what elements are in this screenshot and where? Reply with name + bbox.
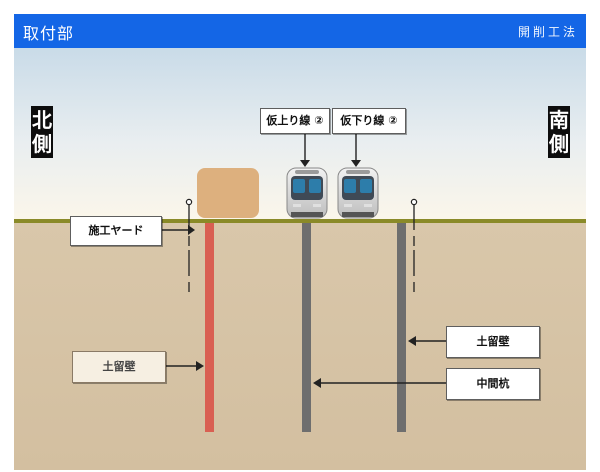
survey-stake-north <box>185 198 193 296</box>
intermediate-pile <box>302 223 311 432</box>
arrow-up-line <box>300 134 310 167</box>
ground-surface-line <box>14 219 586 223</box>
retaining-wall-south <box>397 223 406 432</box>
page-title: 取付部 <box>23 24 75 43</box>
construction-yard-block <box>197 168 259 218</box>
retaining-wall-left-label: 土留壁 <box>72 351 166 383</box>
diagram-frame: 取付部 開削工法 <box>14 14 586 470</box>
retaining-wall-right-label: 土留壁 <box>446 326 540 358</box>
down-line-label: 仮下り線 ② <box>332 108 406 134</box>
south-side-label: 南 側 <box>548 106 570 158</box>
north-char-1: 北 <box>32 108 52 132</box>
construction-method-label: 開削工法 <box>517 25 578 39</box>
construction-yard-label: 施工ヤード <box>70 216 162 246</box>
retaining-wall-north <box>205 223 214 432</box>
arrow-intermediate-pile <box>313 378 446 388</box>
south-char-1: 南 <box>549 108 569 132</box>
arrow-down-line <box>351 134 361 167</box>
north-char-2: 側 <box>32 132 52 156</box>
arrow-retaining-wall-left <box>164 361 204 371</box>
up-line-label: 仮上り線 ② <box>260 108 330 134</box>
north-side-label: 北 側 <box>31 106 53 158</box>
arrow-construction-yard <box>160 225 195 235</box>
train-up-line <box>286 167 328 219</box>
cross-section-scene: 北 側 南 側 仮上り線 ② 仮下り線 ② 施工ヤード 土留壁 土留壁 中間杭 <box>14 48 586 470</box>
header-bar: 取付部 開削工法 <box>14 14 586 48</box>
survey-stake-south <box>410 198 418 296</box>
south-char-2: 側 <box>549 132 569 156</box>
arrow-retaining-wall-right <box>408 336 446 346</box>
train-down-line <box>337 167 379 219</box>
intermediate-pile-label: 中間杭 <box>446 368 540 400</box>
